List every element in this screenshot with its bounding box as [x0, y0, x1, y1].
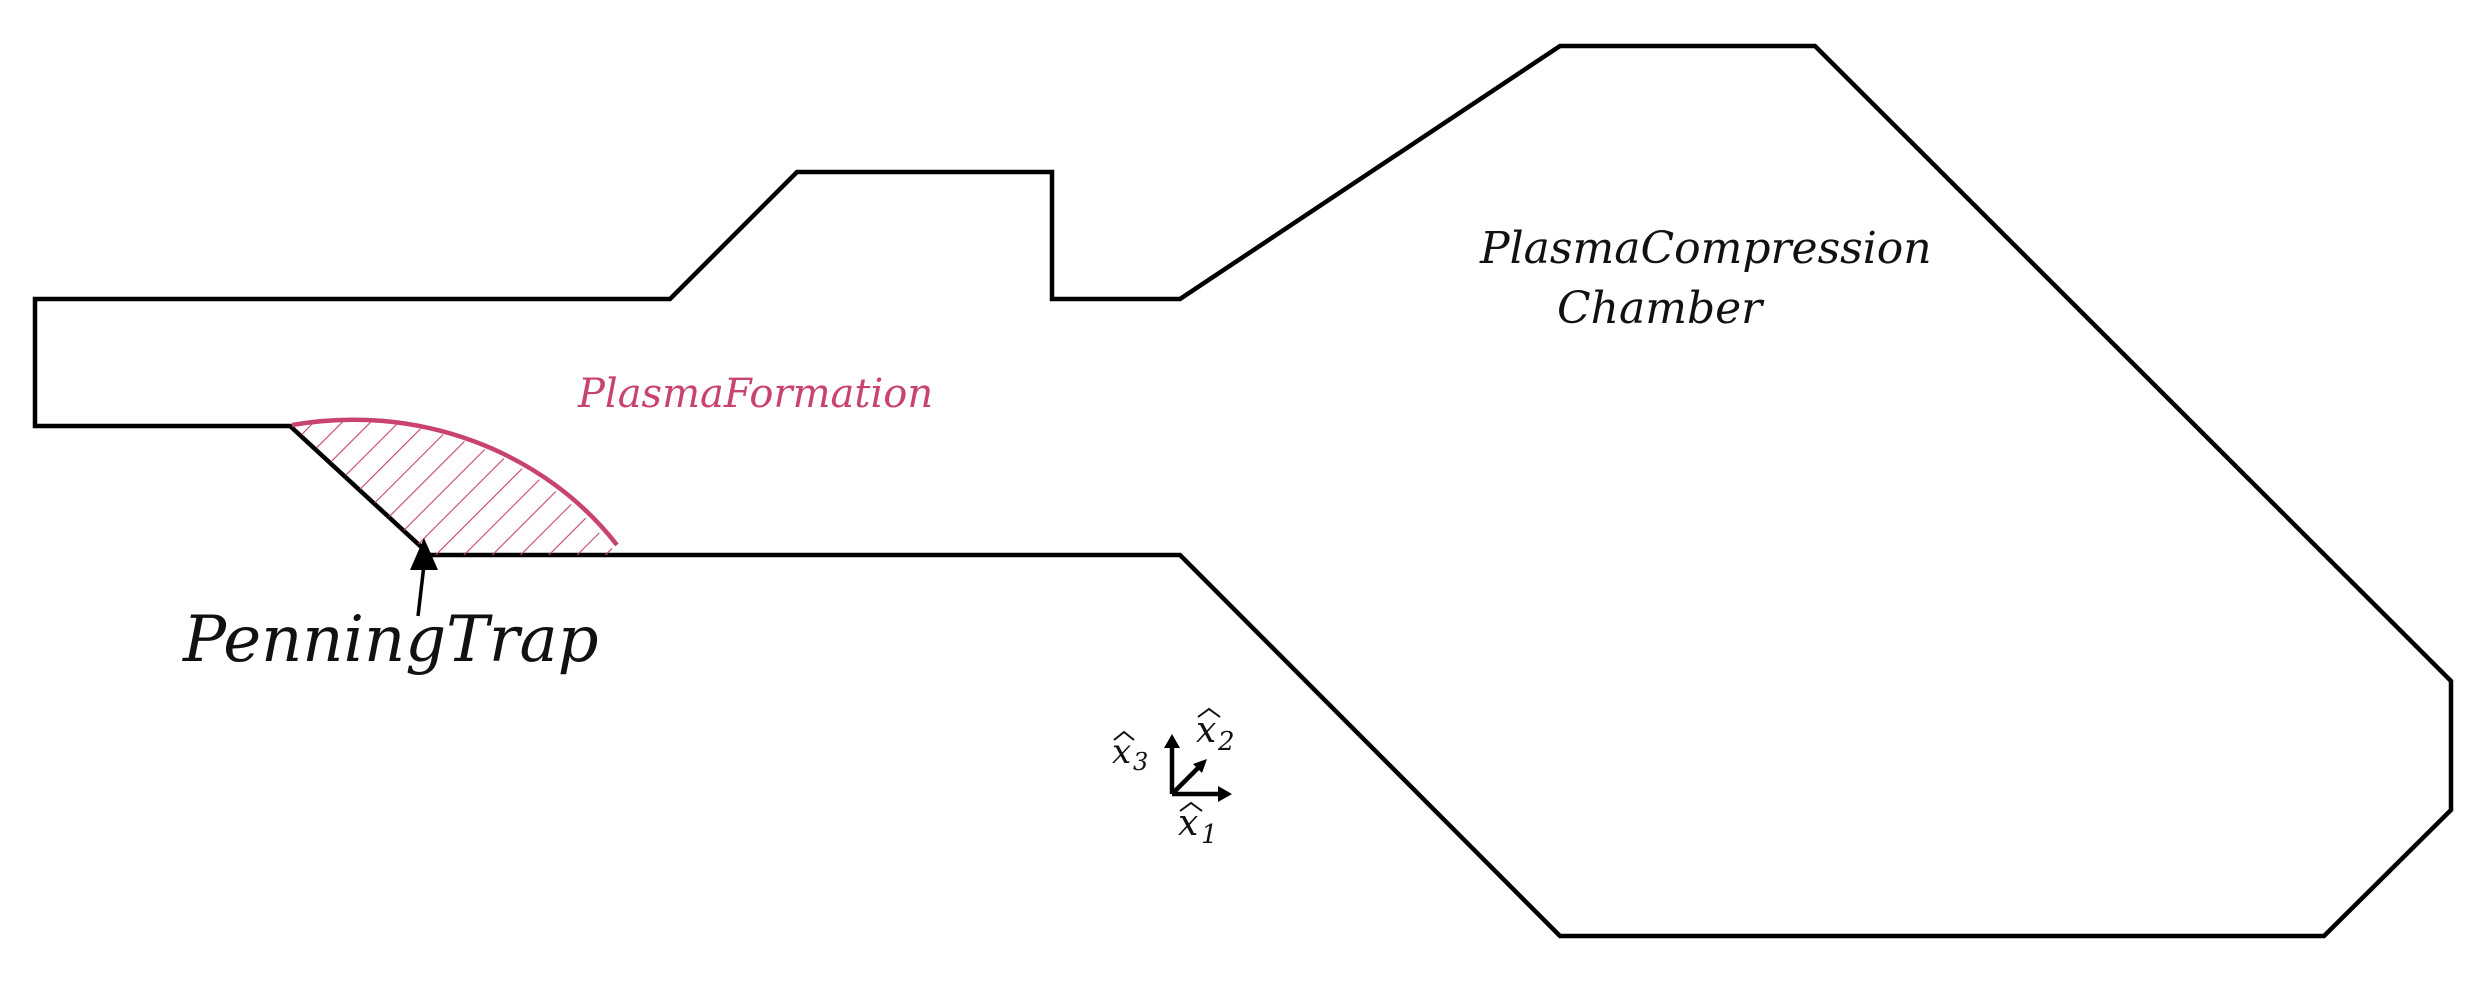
chamber-label: Chamber [1557, 283, 1765, 334]
plasma-formation-label: PlasmaFormation [577, 371, 933, 417]
svg-text:1: 1 [1201, 820, 1218, 850]
plasma-compression-label: PlasmaCompression [1479, 223, 1932, 274]
svg-text:2: 2 [1217, 727, 1235, 757]
svg-text:x: x [1112, 732, 1131, 772]
device-outline [32, 43, 2454, 939]
axis-label-x3: x 3 [1112, 730, 1148, 776]
axis-label-x2: x 2 [1196, 707, 1235, 757]
penning-trap-label: PenningTrap [182, 603, 599, 677]
svg-text:3: 3 [1133, 748, 1148, 776]
svg-text:x: x [1196, 710, 1216, 751]
svg-text:x: x [1178, 803, 1198, 844]
coordinate-axes [1164, 734, 1232, 802]
penning-trap-pointer [410, 538, 438, 617]
axis-label-x1: x 1 [1178, 801, 1218, 850]
